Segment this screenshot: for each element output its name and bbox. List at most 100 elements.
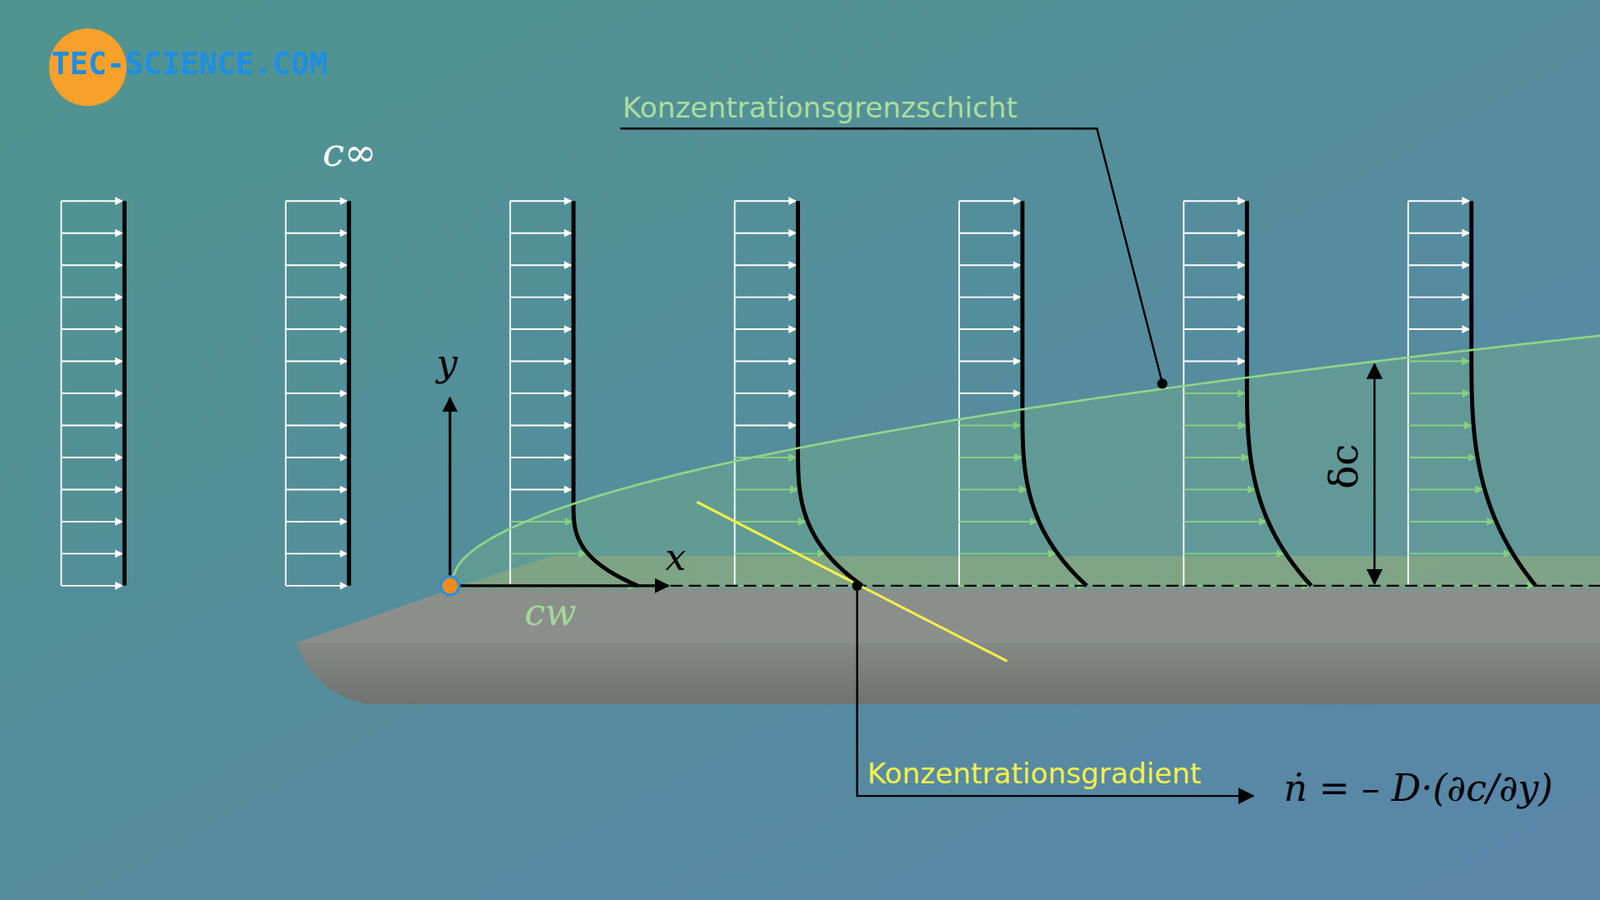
thickness-label: δc	[1322, 444, 1368, 490]
concentration-arrow	[735, 232, 796, 235]
profile-station	[959, 200, 1087, 586]
concentration-arrow	[60, 200, 122, 202]
concentration-profile	[346, 200, 351, 586]
concentration-arrow	[959, 552, 1056, 555]
concentration-arrow	[1183, 264, 1245, 266]
concentration-profiles	[60, 200, 1600, 586]
x-axis	[450, 584, 669, 587]
concentration-arrow	[285, 456, 347, 459]
profile-station	[285, 200, 350, 586]
concentration-arrow	[959, 456, 1022, 459]
concentration-arrow	[285, 488, 347, 490]
concentration-arrow	[60, 264, 122, 266]
profile-station	[1183, 200, 1311, 586]
concentration-arrow	[285, 552, 347, 555]
gradient-leader	[857, 585, 1254, 796]
concentration-arrow	[959, 296, 1020, 299]
wall-concentration: cw	[524, 591, 576, 635]
concentration-arrow	[60, 488, 122, 490]
axis-label: y	[436, 342, 458, 385]
concentration-arrow	[1183, 456, 1249, 459]
concentration-profile	[122, 200, 127, 586]
concentration-arrow	[959, 425, 1021, 427]
boundary-layer-label: Konzentrationsgrenzschicht	[622, 91, 1018, 125]
concentration-arrow	[60, 456, 122, 459]
gradient-label: Konzentrationsgradient	[867, 757, 1202, 790]
concentration-arrow	[510, 264, 571, 266]
concentration-arrow	[285, 232, 347, 235]
concentration-arrow	[959, 392, 1020, 395]
concentration-arrow	[1183, 328, 1245, 330]
concentration-arrow	[285, 296, 347, 299]
concentration-arrow	[959, 488, 1027, 490]
thickness-dimension	[1373, 364, 1375, 584]
concentration-arrow	[1408, 296, 1470, 299]
concentration-arrow	[60, 425, 122, 427]
concentration-arrow	[1183, 552, 1284, 555]
concentration-arrow	[735, 200, 796, 202]
plate-bevel	[295, 590, 1600, 644]
concentration-arrow	[1408, 232, 1470, 235]
concentration-arrow	[959, 360, 1020, 363]
concentration-arrow	[735, 488, 799, 490]
boundary-leader-dot	[1157, 378, 1168, 389]
concentration-arrow	[60, 328, 122, 330]
concentration-arrow	[1183, 392, 1245, 395]
concentration-arrow	[1408, 488, 1483, 490]
concentration-arrow	[1183, 296, 1245, 299]
concentration-arrow	[1408, 200, 1470, 202]
plate-front	[295, 642, 1600, 704]
concentration-arrow	[285, 392, 347, 395]
profile-station	[735, 200, 863, 586]
concentration-arrow	[1408, 328, 1470, 330]
concentration-arrow	[959, 200, 1020, 202]
profile-station	[510, 200, 638, 586]
concentration-arrow	[1408, 552, 1511, 555]
concentration-arrow	[1183, 360, 1245, 363]
concentration-arrow	[735, 456, 796, 459]
flux-formula: ṅ = – D·(∂c/∂y)	[1283, 767, 1553, 810]
concentration-arrow	[60, 392, 122, 395]
concentration-arrow	[735, 360, 796, 363]
concentration-profile	[1246, 200, 1311, 586]
concentration-arrow	[510, 456, 571, 459]
concentration-arrow	[735, 328, 796, 330]
concentration-arrow	[959, 328, 1020, 330]
concentration-profile	[1022, 200, 1087, 586]
watermark: TEC-SCIENCE.COM	[50, 46, 328, 82]
origin-marker	[440, 576, 460, 595]
concentration-arrow	[285, 328, 347, 330]
concentration-arrow	[735, 425, 796, 427]
concentration-arrow	[510, 425, 571, 427]
concentration-arrow	[510, 232, 571, 235]
boundary-layer-edge	[450, 335, 1600, 586]
concentration-arrow	[60, 296, 122, 299]
concentration-profile	[1471, 200, 1536, 586]
concentration-arrow	[285, 425, 347, 427]
concentration-arrow	[1183, 488, 1255, 490]
concentration-arrow	[60, 585, 122, 587]
concentration-arrow	[735, 392, 796, 395]
concentration-arrow	[1408, 520, 1495, 523]
concentration-arrow	[510, 296, 571, 299]
axis-label: x	[665, 536, 686, 580]
concentration-profile	[573, 200, 638, 586]
concentration-arrow	[1183, 232, 1245, 235]
free-stream-concentration: c∞	[322, 130, 377, 176]
profile-station	[1408, 200, 1536, 586]
concentration-arrow	[735, 520, 806, 523]
concentration-arrow	[60, 232, 122, 235]
concentration-arrow	[510, 328, 571, 330]
boundary-leader	[620, 128, 1162, 383]
concentration-arrow	[735, 264, 796, 266]
concentration-arrow	[60, 552, 122, 555]
concentration-arrow	[1408, 392, 1470, 395]
concentration-arrow	[285, 264, 347, 266]
concentration-arrow	[1183, 425, 1245, 427]
y-axis	[448, 398, 451, 586]
concentration-arrow	[510, 552, 586, 555]
concentration-arrow	[959, 264, 1020, 266]
concentration-arrow	[510, 360, 571, 363]
concentration-arrow	[285, 585, 347, 587]
